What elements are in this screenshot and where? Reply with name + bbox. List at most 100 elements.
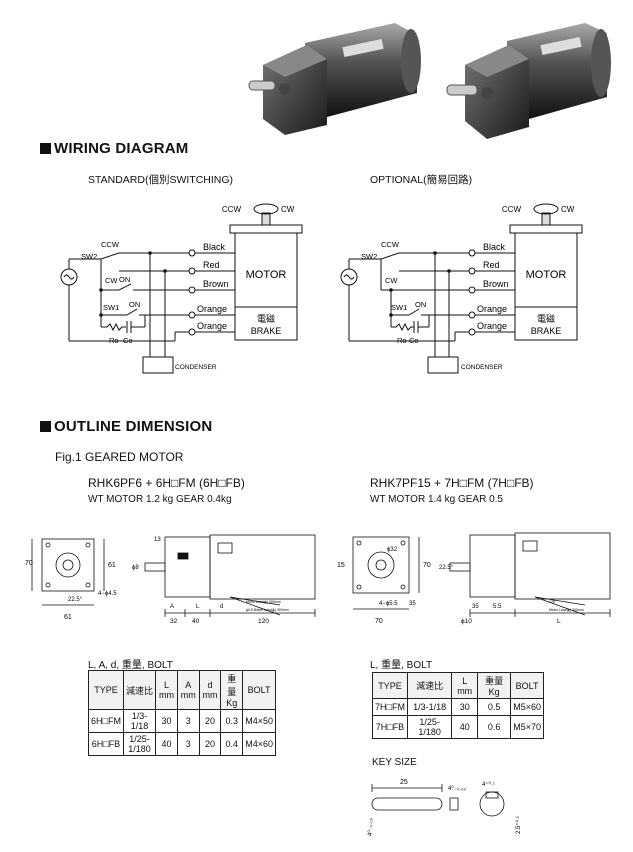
- sw2-ccw: CCW: [101, 240, 120, 249]
- dim-5-5: 35: [472, 604, 479, 610]
- on-label-1: ON: [119, 275, 130, 284]
- right-weight: WT MOTOR 1.4 kg GEAR 0.5: [370, 494, 503, 505]
- spec-table-left: TYPE 減速比 L mm A mm d mm 重量 Kg BOLT 6H□FM…: [88, 670, 276, 756]
- wire-brown: Brown: [483, 279, 509, 289]
- sw2-ccw: CCW: [381, 240, 400, 249]
- motor-photo-right: [446, 23, 611, 139]
- dim-61-v: 61: [108, 562, 116, 569]
- dim-bolt: 35: [409, 601, 416, 607]
- left-table-caption: L, A, d, 重量, BOLT: [88, 660, 173, 671]
- motor-label: MOTOR: [246, 269, 287, 281]
- dim-d: d: [220, 604, 223, 610]
- wire-red: Red: [483, 260, 500, 270]
- keyway-depth: 2.5⁺⁰·¹: [515, 816, 522, 834]
- motor-lead: Motor Lead(ϕ) 300mm: [246, 600, 281, 604]
- th-weight: 重量 Kg: [477, 672, 512, 699]
- dim-35: ϕ10: [461, 618, 472, 625]
- brake-lead: Motor Lead(ϕ) 300mm: [549, 608, 584, 612]
- th-l: L mm: [451, 672, 479, 699]
- ro-label: Ro: [109, 336, 119, 345]
- dim-70-v: 70: [423, 562, 431, 569]
- sw2-cw: CW: [105, 276, 118, 285]
- motor-label: MOTOR: [526, 269, 567, 281]
- on-label-2: ON: [129, 300, 140, 309]
- table-row: 6H□FM 1/3-1/18 30 3 20 0.3 M4×50: [88, 709, 276, 733]
- left-model: RHK6PF6 + 6H□FM (6H□FB): [88, 476, 245, 490]
- ro-label: Ro: [397, 336, 407, 345]
- th-bolt: BOLT: [242, 670, 276, 710]
- fig-caption: Fig.1 GEARED MOTOR: [55, 450, 184, 464]
- table-row: 7H□FM 1/3-1/18 30 0.5 M5×60: [372, 698, 544, 716]
- key-size-drawing: 25 4⁰₋₀.₀₃ 4⁰₋₀.₀₃ 4⁺⁰·¹ 2.5⁺⁰·¹: [367, 779, 522, 836]
- dim-l: 5.5: [493, 604, 502, 610]
- spec-table-right: TYPE 減速比 L mm 重量 Kg BOLT 7H□FM 1/3-1/18 …: [372, 672, 544, 739]
- wiring-optional-label: OPTIONAL(簡易回路): [370, 174, 473, 186]
- th-type: TYPE: [372, 672, 408, 699]
- th-bolt: BOLT: [510, 672, 544, 699]
- right-model: RHK7PF15 + 7H□FM (7H□FB): [370, 476, 534, 490]
- dim-32: 32: [170, 618, 178, 625]
- rot-ccw: CCW: [502, 205, 522, 214]
- dim-70-h: 70: [375, 618, 383, 625]
- wire-orange-1: Orange: [197, 304, 227, 314]
- table-row: 6H□FB 1/25-1/180 40 3 20 0.4 M4×60: [88, 732, 276, 756]
- wire-red: Red: [203, 260, 220, 270]
- dim-angle: 22.5°: [68, 597, 83, 603]
- co-label: Co: [123, 336, 133, 345]
- brake-label: BRAKE: [251, 326, 282, 336]
- dim-32: ϕ32: [387, 547, 398, 553]
- dim-13: 13: [154, 537, 161, 543]
- dim-bolt: 4−ϕ4.5: [98, 591, 117, 597]
- on-label: ON: [415, 300, 426, 309]
- outline-drawing-right: 15 ϕ32 70 70 35 4−ϕ5.5 22.5° ϕ10 35 5.5 …: [337, 532, 611, 625]
- keyway-width: 4⁺⁰·¹: [482, 781, 495, 788]
- th-type: TYPE: [88, 670, 124, 710]
- brake-label: BRAKE: [531, 326, 562, 336]
- th-ratio: 減速比: [406, 672, 453, 699]
- dim-a: A: [170, 604, 174, 610]
- th-ratio: 減速比: [122, 670, 157, 710]
- wire-black: Black: [203, 242, 226, 252]
- brake-jp-label: 電磁: [257, 313, 275, 324]
- wiring-heading: WIRING DIAGRAM: [40, 140, 188, 157]
- sw1-label: SW1: [391, 303, 407, 312]
- left-weight: WT MOTOR 1.2 kg GEAR 0.4kg: [88, 494, 232, 505]
- key-length: 25: [400, 779, 408, 786]
- wire-brown: Brown: [203, 279, 229, 289]
- dim-61-h: 61: [64, 614, 72, 621]
- key-width: 4⁰₋₀.₀₃: [448, 785, 467, 792]
- brake-jp-label: 電磁: [537, 313, 555, 324]
- right-table-caption: L, 重量, BOLT: [370, 660, 433, 671]
- sw2-label: SW2: [81, 252, 97, 261]
- dim-l: L: [196, 604, 200, 610]
- dim-70: 70: [25, 560, 33, 567]
- co-label: Co: [409, 336, 419, 345]
- dim-shaft: ϕ8: [132, 565, 139, 571]
- sw2-cw: CW: [385, 276, 398, 285]
- rot-cw: CW: [561, 205, 575, 214]
- rot-cw: CW: [281, 205, 295, 214]
- dim-shaft: 22.5°: [439, 565, 454, 571]
- condenser-label: CONDENSER: [175, 364, 217, 371]
- th-d: d mm: [198, 670, 222, 710]
- sw1-label: SW1: [103, 303, 119, 312]
- dim-15: 15: [337, 562, 345, 569]
- motor-lead: 125: [549, 600, 555, 604]
- dim-40: 40: [192, 618, 200, 625]
- wiring-diagram-standard: MOTOR 電磁 BRAKE CCW CW: [60, 203, 303, 374]
- wiring-standard-label: STANDARD(個別SWITCHING): [88, 174, 234, 186]
- brake-lead: ϕ0.8 Brake Lead(ϕ) 300mm: [246, 608, 289, 612]
- outline-heading: OUTLINE DIMENSION: [40, 418, 212, 435]
- wire-black: Black: [483, 242, 506, 252]
- outline-drawing-left: 70 61 61 4−ϕ4.5 22.5° 13 ϕ8 A 32 40 120 …: [25, 534, 316, 625]
- th-weight: 重量 Kg: [220, 670, 244, 710]
- key-height: 4⁰₋₀.₀₃: [367, 817, 374, 836]
- rot-ccw: CCW: [222, 205, 242, 214]
- key-size-title: KEY SIZE: [372, 757, 417, 768]
- dim-125: L: [557, 618, 561, 625]
- condenser-label: CONDENSER: [461, 364, 503, 371]
- th-l: L mm: [155, 670, 178, 710]
- th-a: A mm: [176, 670, 200, 710]
- wire-orange-1: Orange: [477, 304, 507, 314]
- wire-orange-2: Orange: [197, 321, 227, 331]
